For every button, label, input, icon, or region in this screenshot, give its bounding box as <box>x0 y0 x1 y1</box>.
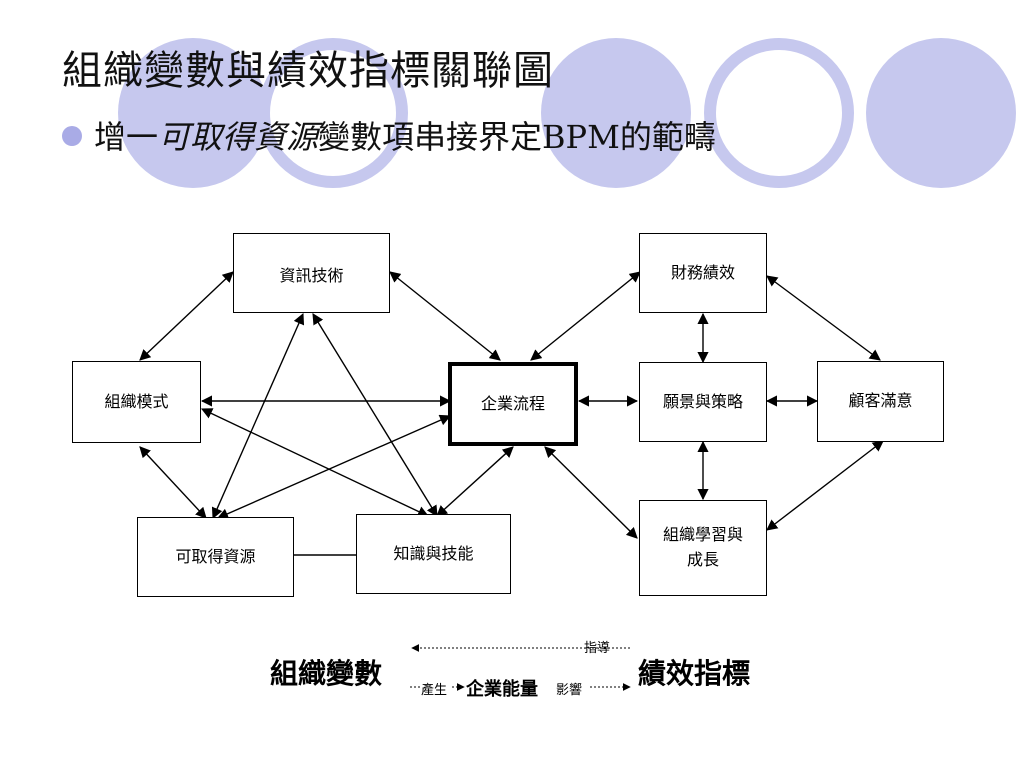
legend-capability: 企業能量 <box>466 679 538 700</box>
legend-org-vars: 組織變數 <box>270 657 383 690</box>
bullet-dot-icon <box>62 125 82 146</box>
edge-process-finance <box>530 271 641 361</box>
node-learning: 組織學習與 成長 <box>639 500 767 596</box>
slide-title: 組織變數與績效指標關聯圖 <box>62 48 554 94</box>
edge-org-knowledge <box>200 408 430 517</box>
legend-perf-index: 績效指標 <box>638 657 751 690</box>
node-vision: 願景與策略 <box>639 362 767 442</box>
bullet-emphasis: 可取得資源 <box>158 118 319 156</box>
edge-it-org <box>139 271 234 361</box>
node-knowledge: 知識與技能 <box>356 514 511 594</box>
edge-resources-process <box>216 414 452 520</box>
node-learning-line-1: 組織學習與 <box>662 525 743 545</box>
decor-circle-3 <box>866 38 1016 188</box>
edge-customer-learning <box>766 440 884 531</box>
node-org-model: 組織模式 <box>72 361 201 443</box>
edge-knowledge-process <box>436 446 514 517</box>
node-process: 企業流程 <box>448 362 578 446</box>
node-learning-line-2: 成長 <box>686 550 719 569</box>
node-finance: 財務績效 <box>639 233 767 313</box>
bullet-item: 增一可取得資源變數項串接界定BPM的範疇 <box>62 112 716 158</box>
legend-influence-label: 影響 <box>556 683 583 698</box>
edge-org-resources <box>139 446 207 519</box>
bullet-suffix: 變數項串接界定BPM的範疇 <box>318 118 716 156</box>
bullet-prefix: 增一 <box>94 118 159 156</box>
edge-it-knowledge <box>312 313 438 517</box>
legend-produce-label: 產生 <box>421 683 448 698</box>
edge-process-learning <box>544 446 638 539</box>
edge-it-resources <box>211 312 305 520</box>
edge-it-process <box>389 271 501 361</box>
edge-finance-customer <box>766 275 881 361</box>
legend-guide-label: 指導 <box>584 641 611 656</box>
node-it: 資訊技術 <box>233 233 390 313</box>
node-resources: 可取得資源 <box>137 517 294 597</box>
decor-circle-2 <box>541 38 691 188</box>
decor-circle-1 <box>118 38 268 188</box>
node-customer: 顧客滿意 <box>817 361 944 442</box>
